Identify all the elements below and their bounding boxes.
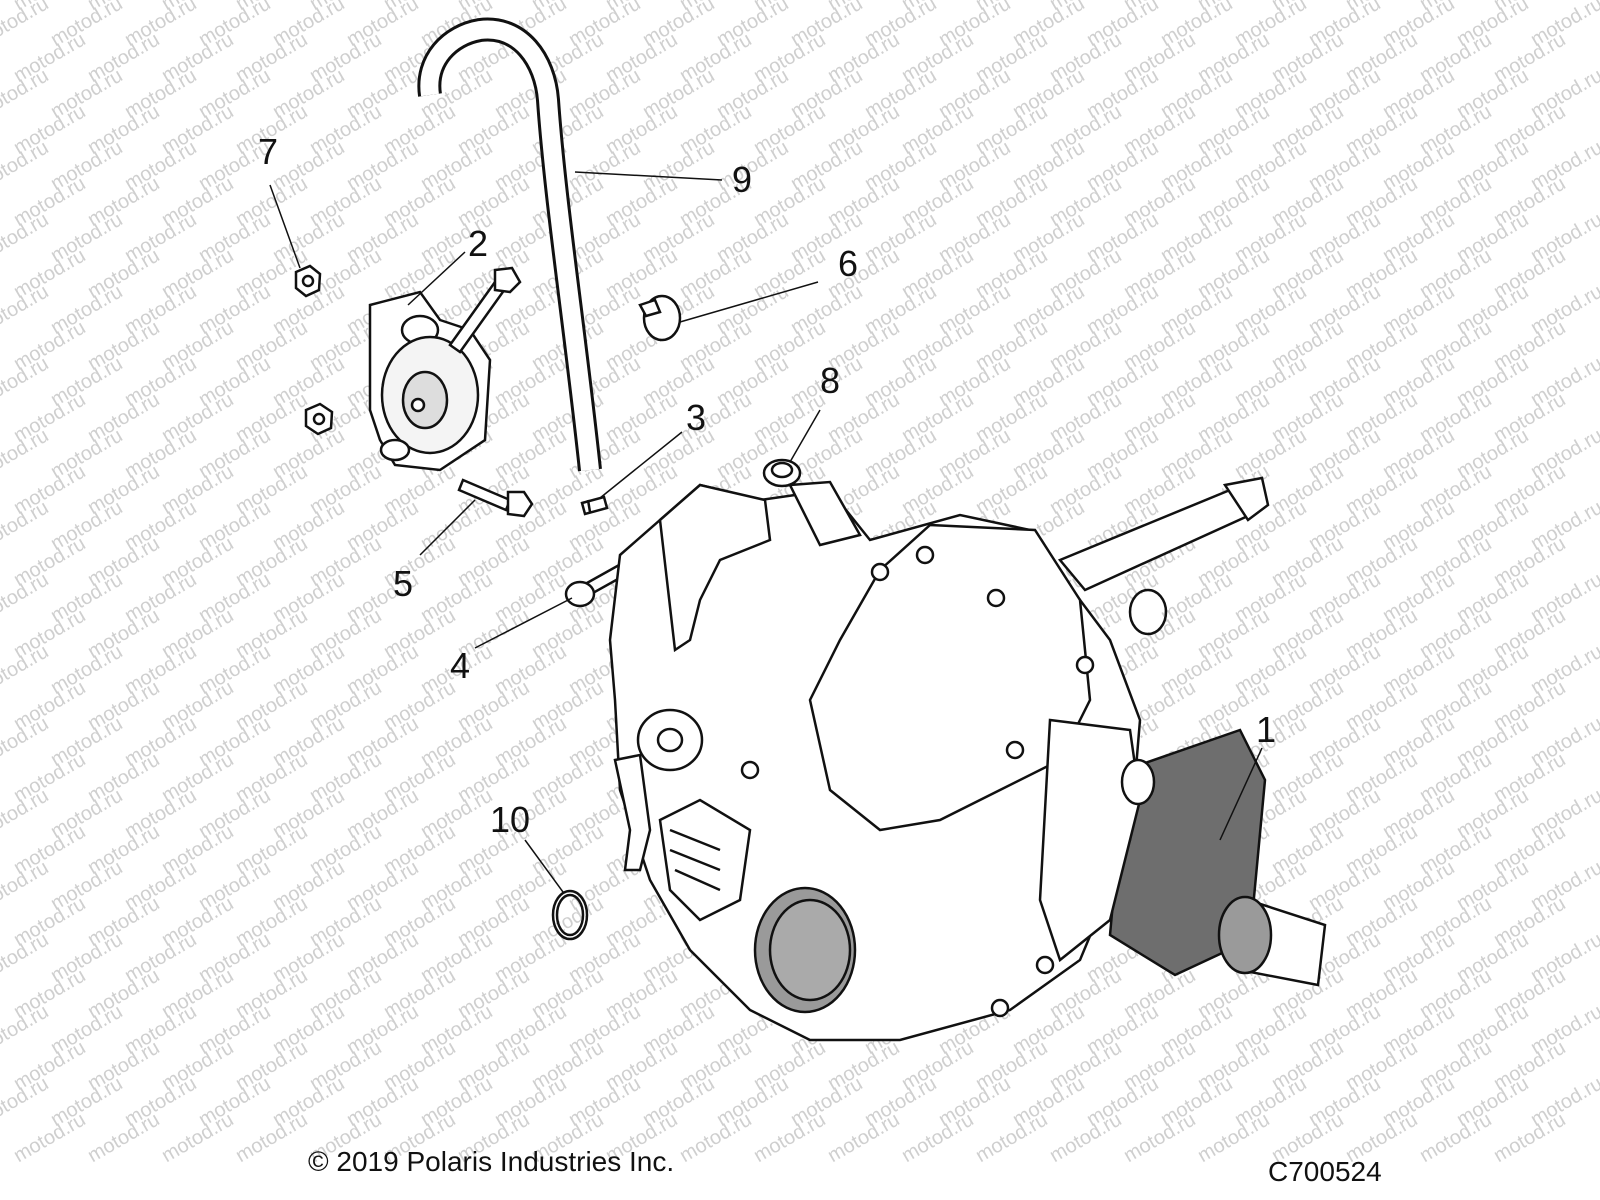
leader-line-3 bbox=[599, 431, 683, 499]
leader-lines bbox=[269, 171, 1263, 893]
callout-4: 4 bbox=[450, 645, 471, 686]
callout-7: 7 bbox=[258, 131, 279, 172]
sensor-bolt bbox=[448, 266, 522, 354]
sensor-nut bbox=[304, 402, 334, 436]
callout-8: 8 bbox=[820, 360, 841, 401]
callout-3: 3 bbox=[686, 397, 707, 438]
leader-line-4 bbox=[474, 597, 573, 649]
leader-line-6 bbox=[679, 281, 819, 323]
hose-clamp-part bbox=[638, 294, 682, 342]
leader-line-2 bbox=[407, 251, 466, 306]
callout-5: 5 bbox=[393, 563, 414, 604]
nut-part-7 bbox=[294, 264, 322, 298]
drawing-code: C700524 bbox=[1268, 1156, 1382, 1187]
callout-2: 2 bbox=[468, 223, 489, 264]
callout-1: 1 bbox=[1256, 709, 1277, 750]
leader-line-7 bbox=[269, 184, 301, 269]
plug-part-8 bbox=[762, 458, 802, 488]
callout-10: 10 bbox=[490, 799, 531, 840]
callout-9: 9 bbox=[732, 159, 753, 200]
leader-line-1 bbox=[1219, 747, 1263, 841]
leader-line-10 bbox=[524, 839, 564, 893]
copyright-notice: © 2019 Polaris Industries Inc. bbox=[308, 1146, 675, 1177]
leader-line-9 bbox=[574, 171, 723, 181]
vent-hose-part bbox=[417, 17, 602, 472]
leader-line-5 bbox=[419, 499, 476, 556]
callout-6: 6 bbox=[838, 243, 859, 284]
transmission-assembly bbox=[608, 476, 1327, 1042]
hose-clip-part bbox=[580, 495, 609, 516]
bolt-part-5 bbox=[457, 478, 534, 518]
leader-line-8 bbox=[789, 409, 821, 463]
o-ring-part-10 bbox=[551, 889, 589, 941]
